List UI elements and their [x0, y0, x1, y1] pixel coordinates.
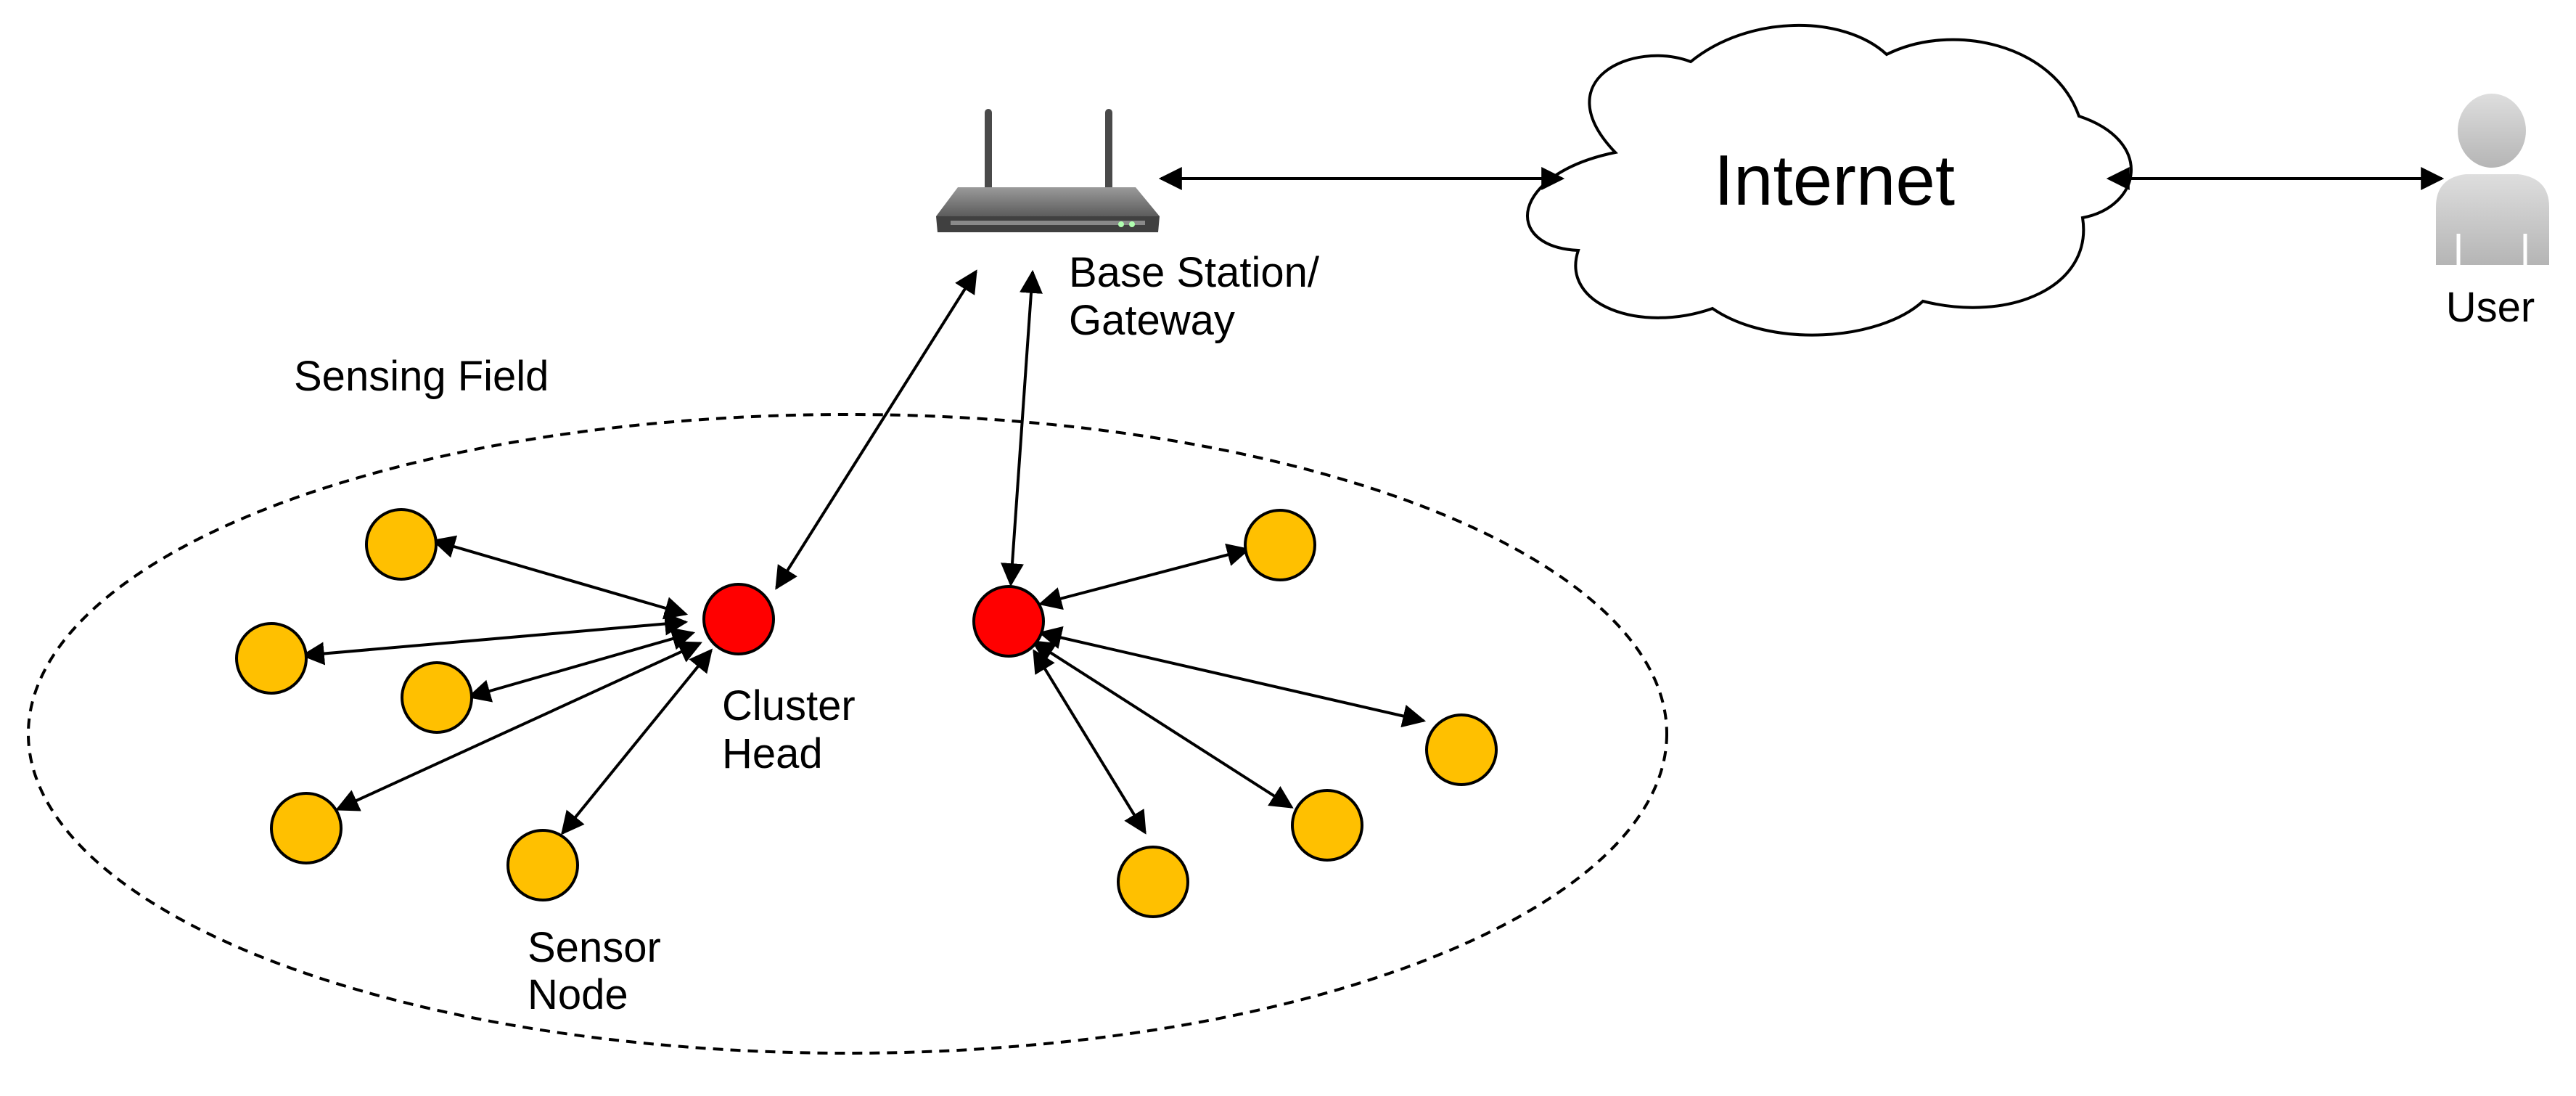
sensor-node	[1291, 789, 1363, 862]
sensor-node	[270, 792, 342, 864]
link-right-ch-node-4	[1033, 649, 1147, 835]
sensor-node	[401, 661, 473, 734]
sensor-node-label: Sensor Node	[528, 924, 673, 1018]
cluster-head-label-line1: Cluster	[722, 682, 856, 729]
link-right-ch-node-2	[1038, 626, 1427, 728]
link-gateway-cluster-head-left	[775, 269, 977, 590]
link-left-ch-node-1	[431, 535, 689, 620]
sensor-node	[235, 622, 308, 695]
cluster-head-right	[972, 585, 1045, 658]
base-station-label: Base Station/ Gateway	[1069, 249, 1331, 344]
sensor-node-label-line1: Sensor	[528, 924, 661, 971]
sensor-node	[1244, 509, 1316, 581]
sensing-field-boundary	[27, 413, 1668, 1055]
user-label: User	[2446, 284, 2535, 331]
sensor-node	[1117, 846, 1189, 918]
user-icon	[2436, 94, 2549, 265]
link-left-ch-node-4	[335, 641, 702, 811]
sensor-node	[365, 508, 438, 581]
link-left-ch-node-3	[467, 627, 696, 703]
cluster-head-label: Cluster Head	[722, 682, 867, 777]
cloud-icon	[1526, 24, 2133, 337]
base-station-label-line2: Gateway	[1069, 297, 1235, 344]
sensor-node-label-line2: Node	[528, 971, 628, 1018]
cluster-head-left	[702, 583, 775, 655]
base-station-label-line1: Base Station/	[1069, 249, 1320, 296]
link-gateway-cluster-head-right	[1001, 269, 1043, 587]
sensing-field-label: Sensing Field	[294, 353, 549, 400]
sensor-node	[1425, 713, 1498, 786]
link-right-ch-node-3	[1031, 640, 1294, 809]
internet-label: Internet	[1714, 140, 1955, 220]
link-left-ch-node-5	[560, 648, 713, 835]
router-icon	[936, 109, 1160, 232]
cluster-head-label-line2: Head	[722, 730, 823, 777]
sensor-node	[506, 829, 579, 901]
link-right-ch-node-1	[1038, 543, 1251, 610]
